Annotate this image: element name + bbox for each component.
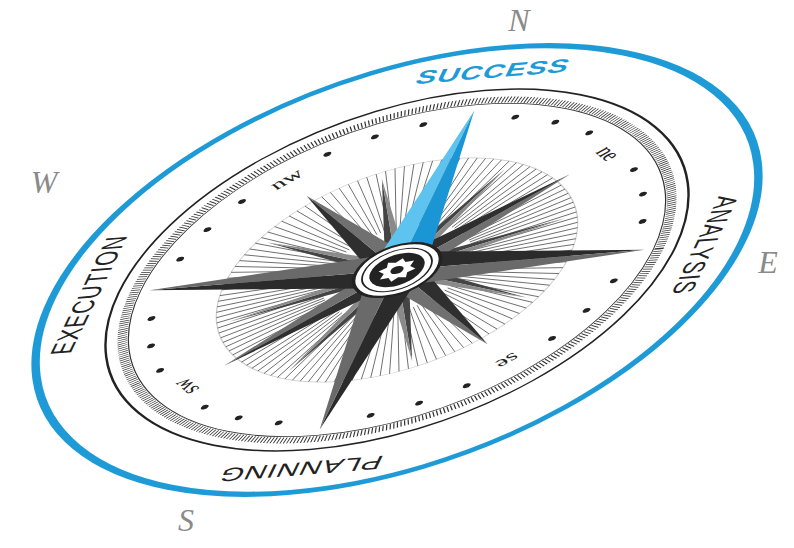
dial-dots: [89, 99, 706, 440]
dial-dot: [510, 114, 520, 119]
dial-ring: [32, 68, 763, 472]
dial-dot: [462, 383, 472, 388]
cardinal-letter: W: [31, 166, 58, 198]
dial-dot: [638, 191, 648, 196]
cardinal-letter: N: [508, 4, 529, 36]
intercardinal-label: ne: [591, 142, 626, 165]
goal-word: SUCCESS: [412, 55, 574, 87]
dial-dot: [146, 343, 156, 348]
center-hub: [343, 240, 452, 300]
sunburst-rays: [171, 145, 624, 396]
outer-ring: [0, 19, 794, 520]
dial-dot: [175, 257, 185, 262]
intercardinal-label: se: [492, 350, 524, 371]
dial-dot: [370, 134, 380, 139]
dial-dot: [274, 420, 284, 425]
dial-dot: [582, 308, 592, 313]
intercardinal-label: nw: [266, 166, 307, 192]
dial-dot: [200, 404, 210, 409]
hub-pin: [389, 265, 406, 274]
dial-dot: [609, 278, 619, 283]
dial-dot: [147, 316, 157, 321]
hub-disc: [362, 251, 431, 289]
dial-dot: [155, 368, 165, 373]
tick-inner-ring: [60, 84, 733, 457]
dial-dot: [584, 130, 594, 135]
dial-dot: [638, 219, 648, 224]
stage-word: ANALYSIS: [666, 194, 744, 295]
compass-rose: [0, 3, 794, 538]
dial-dot: [629, 167, 639, 172]
dial-dot: [323, 152, 333, 157]
dial-dot: [550, 120, 560, 125]
hub-ring: [353, 246, 441, 294]
dial-dot: [547, 336, 557, 341]
intercardinal-label: sw: [167, 375, 204, 399]
cardinal-letter: E: [758, 246, 778, 278]
dial-dot: [414, 400, 424, 405]
star-points: [72, 90, 721, 449]
dial-dot: [234, 415, 244, 420]
dial-dot: [418, 122, 428, 127]
dial-dot: [203, 227, 213, 232]
ray-ring: [171, 145, 624, 396]
stage-word: EXECUTION: [45, 234, 133, 356]
dial-dot: [366, 413, 376, 418]
tick-band: [53, 80, 741, 461]
hub-ring: [343, 240, 452, 300]
dial-dot: [237, 199, 247, 204]
cardinal-letter: S: [178, 504, 194, 536]
hub-gear: [373, 257, 421, 284]
